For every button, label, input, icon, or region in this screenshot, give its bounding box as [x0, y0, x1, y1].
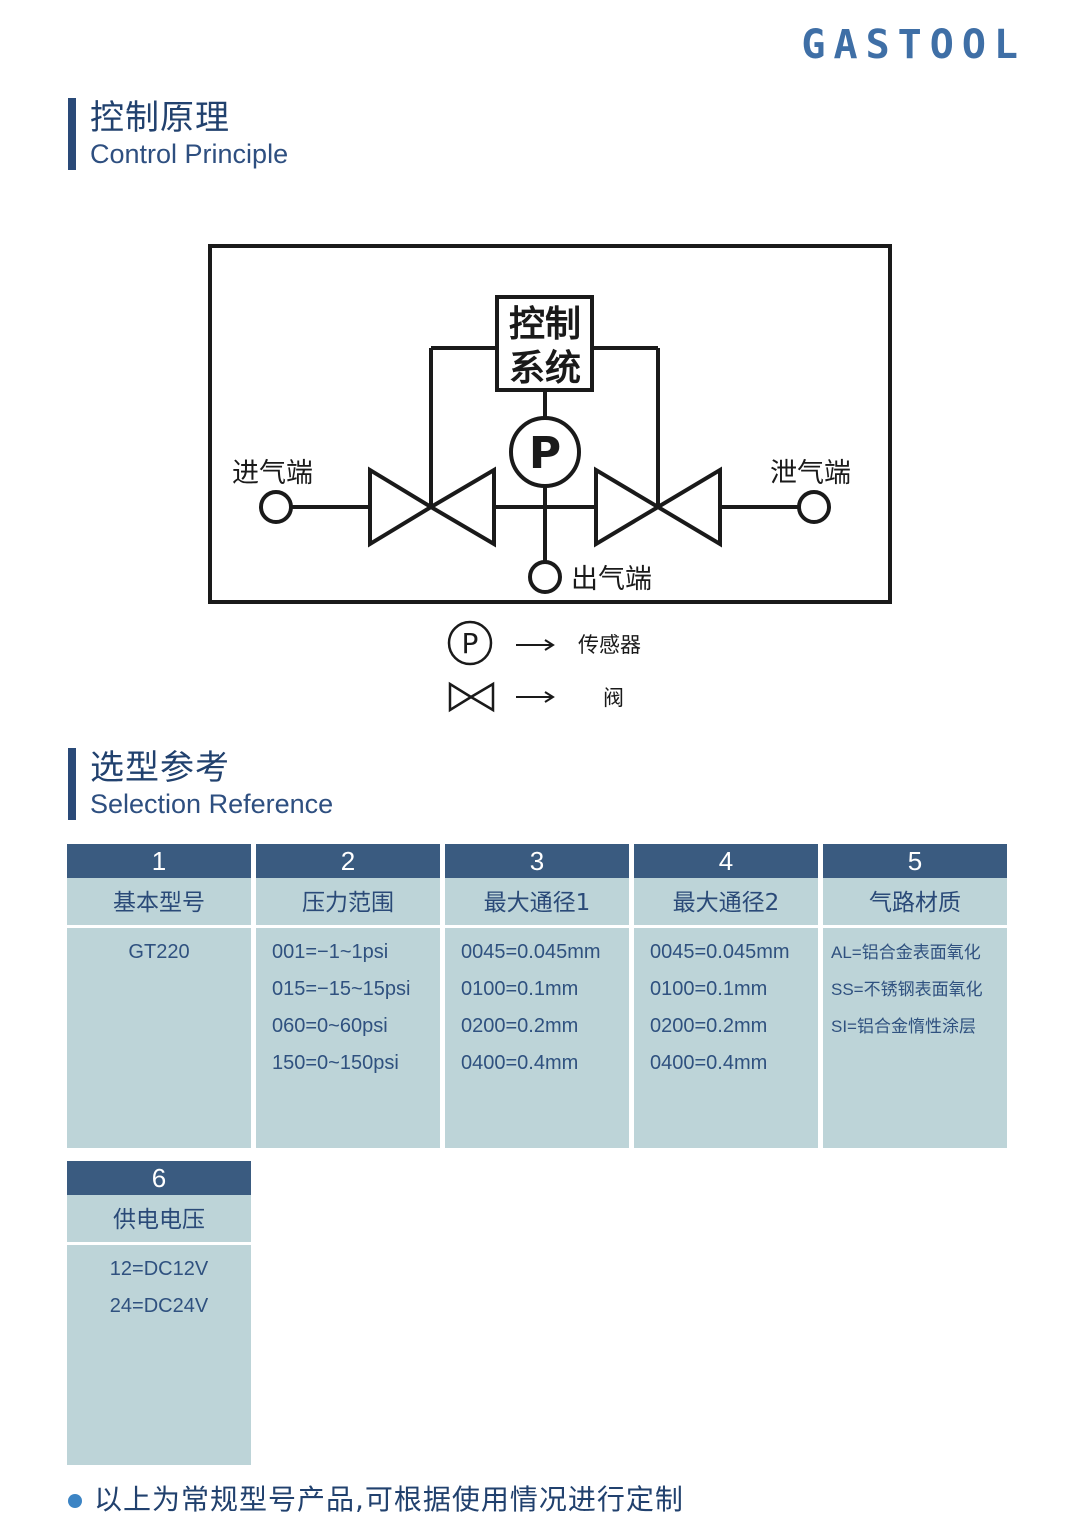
column-name: 气路材质: [823, 881, 1007, 928]
control-box-line-2: 系统: [509, 348, 581, 389]
option-item: 12=DC12V: [109, 1258, 209, 1280]
column-name: 最大通径2: [634, 881, 818, 928]
legend-valve-label: 阀: [603, 686, 624, 710]
sensor-symbol: P: [529, 428, 561, 479]
column-number: 2: [256, 844, 440, 878]
bullet-icon: [68, 1494, 82, 1508]
control-system-box: [495, 295, 594, 392]
column-name: 最大通径1: [445, 881, 629, 928]
control-box-line-1: 控制: [509, 304, 581, 345]
exhaust-port-icon: [797, 490, 831, 524]
option-item: 24=DC24V: [109, 1295, 209, 1317]
option-item: GT220: [128, 941, 190, 963]
option-item: 0100=0.1mm: [461, 978, 579, 1000]
control-principle-heading: 控制原理 Control Principle: [68, 98, 288, 170]
column-number: 6: [67, 1161, 251, 1195]
column-number: 5: [823, 844, 1007, 878]
option-item: 001=−1~1psi: [272, 941, 389, 963]
diagram-frame: [208, 244, 892, 604]
column-name: 压力范围: [256, 881, 440, 928]
selection-reference-heading: 选型参考 Selection Reference: [68, 748, 333, 820]
footer-note: 以上为常规型号产品,可根据使用情况进行定制: [68, 1478, 684, 1518]
exhaust-label: 泄气端: [770, 458, 851, 489]
table-column-material: 5 气路材质 AL=铝合金表面氧化 SS=不锈钢表面氧化 SI=铝合金惰性涂层: [823, 844, 1007, 1148]
table-column-bore-1: 3 最大通径1 0045=0.045mm 0100=0.1mm 0200=0.2…: [445, 844, 629, 1148]
pressure-sensor-icon: [509, 416, 581, 488]
option-item: 015=−15~15psi: [272, 978, 411, 1000]
control-title-zh: 控制原理: [90, 98, 230, 138]
legend-sensor-symbol: P: [462, 627, 479, 660]
option-item: SS=不锈钢表面氧化: [831, 980, 983, 999]
outlet-port-icon: [528, 560, 562, 594]
table-column-bore-2: 4 最大通径2 0045=0.045mm 0100=0.1mm 0200=0.2…: [634, 844, 818, 1148]
column-name: 供电电压: [67, 1198, 251, 1245]
table-column-pressure: 2 压力范围 001=−1~1psi 015=−15~15psi 060=0~6…: [256, 844, 440, 1148]
option-item: 0200=0.2mm: [650, 1015, 768, 1037]
legend-valve-icon: [448, 681, 495, 713]
inlet-valve-icon: [368, 466, 496, 548]
table-column-voltage: 6 供电电压 12=DC12V 24=DC24V: [67, 1161, 251, 1465]
exhaust-valve-icon: [594, 466, 722, 548]
table-column-model: 1 基本型号 GT220: [67, 844, 251, 1148]
option-item: AL=铝合金表面氧化: [831, 943, 981, 962]
option-item: 060=0~60psi: [272, 1015, 388, 1037]
column-name: 基本型号: [67, 881, 251, 928]
inlet-label: 进气端: [232, 458, 313, 489]
option-item: SI=铝合金惰性涂层: [831, 1017, 976, 1036]
selection-title-en: Selection Reference: [90, 789, 334, 819]
legend-sensor-icon: [447, 620, 493, 666]
footer-note-text: 以上为常规型号产品,可根据使用情况进行定制: [94, 1483, 684, 1516]
column-number: 3: [445, 844, 629, 878]
control-title-en: Control Principle: [90, 139, 289, 169]
option-item: 0400=0.4mm: [461, 1052, 579, 1074]
column-number: 1: [67, 844, 251, 878]
inlet-port-icon: [259, 490, 293, 524]
option-item: 0045=0.045mm: [461, 941, 601, 963]
option-item: 0100=0.1mm: [650, 978, 768, 1000]
option-item: 150=0~150psi: [272, 1052, 399, 1074]
selection-title-zh: 选型参考: [90, 748, 230, 788]
brand-logo: GASTOOL: [801, 22, 1026, 68]
option-item: 0400=0.4mm: [650, 1052, 768, 1074]
outlet-label: 出气端: [571, 564, 652, 595]
option-item: 0045=0.045mm: [650, 941, 790, 963]
legend-sensor-label: 传感器: [578, 633, 641, 657]
column-number: 4: [634, 844, 818, 878]
option-item: 0200=0.2mm: [461, 1015, 579, 1037]
